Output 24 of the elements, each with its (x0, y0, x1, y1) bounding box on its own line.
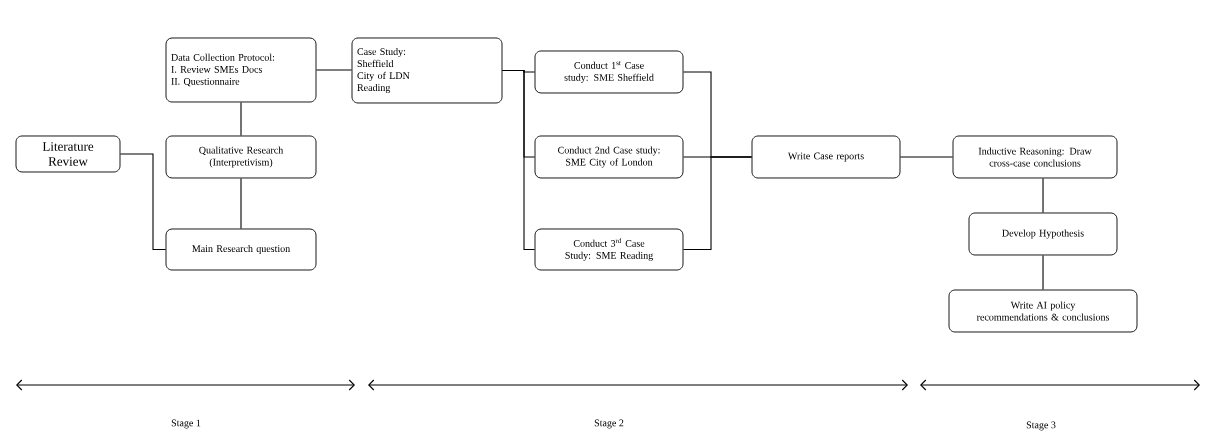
stage-label: Stage 3 (1026, 421, 1056, 431)
connector-line (1042, 177, 1044, 214)
connector-line (899, 156, 954, 158)
connector-line (1042, 254, 1044, 291)
connector-line (119, 153, 167, 251)
process-box: Data Collection Protocol: I. Review SMEs Docs II. Questionnaire (165, 37, 317, 103)
process-box: Conduct 3$^{rd}$ Case Study: SME Reading (534, 228, 684, 271)
process-box: Qualitative Research (Interpretivism) (165, 135, 317, 179)
process-box: Literature Review (15, 135, 121, 173)
process-box: Conduct 1$^{st}$ Case study: SME Sheffield (534, 50, 684, 94)
process-box: Case Study: Sheffield City of LDN Reading (351, 37, 503, 104)
connector-line (240, 101, 242, 137)
process-box: Conduct 2nd Case study: SME City of London (534, 135, 684, 179)
connector-line (501, 69, 536, 251)
stage-label: Stage 2 (594, 419, 624, 429)
process-box: Write AI policy recommendations & conclusions (948, 289, 1138, 333)
process-box: Inductive Reasoning: Draw cross-case conclusions (952, 135, 1118, 179)
connector-line (240, 177, 242, 230)
stage-label: Stage 1 (171, 419, 201, 429)
process-box: Write Case reports (751, 135, 901, 179)
connector-line (315, 69, 353, 71)
process-box: Main Research question (165, 228, 317, 271)
connector-line (682, 156, 753, 251)
process-box: Develop Hypothesis (968, 212, 1118, 256)
